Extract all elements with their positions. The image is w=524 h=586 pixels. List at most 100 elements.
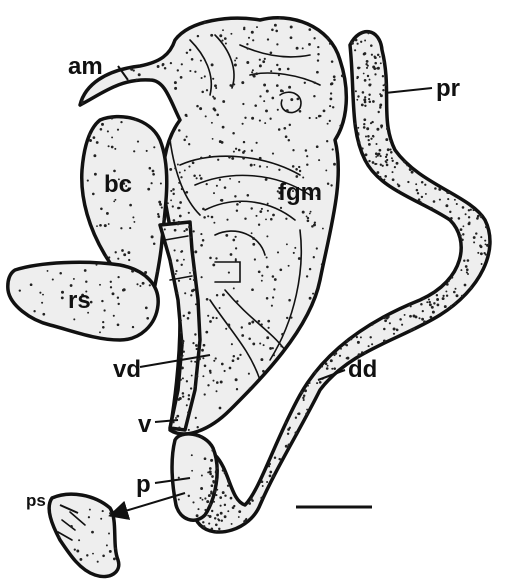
stipple-dot (149, 284, 151, 286)
stipple-dot (216, 381, 219, 384)
stipple-dot (215, 472, 217, 474)
stipple-dot (485, 226, 487, 228)
stipple-dot (479, 245, 482, 248)
stipple-dot (175, 417, 177, 419)
stipple-dot (329, 97, 332, 100)
stipple-dot (477, 215, 480, 218)
stipple-dot (169, 168, 172, 171)
stipple-dot (199, 174, 201, 176)
stipple-dot (185, 228, 188, 231)
stipple-dot (358, 67, 360, 69)
stipple-dot (185, 191, 188, 194)
stipple-dot (152, 173, 155, 176)
stipple-dot (176, 259, 179, 262)
stipple-dot (174, 81, 177, 84)
stipple-dot (111, 136, 113, 138)
stipple-dot (117, 297, 119, 299)
stipple-dot (333, 367, 336, 370)
stipple-dot (178, 280, 180, 282)
stipple-dot (280, 345, 282, 347)
stipple-dot (329, 43, 331, 45)
stipple-dot (107, 130, 109, 132)
stipple-dot (229, 178, 231, 180)
stipple-dot (288, 265, 290, 267)
stipple-dot (173, 421, 175, 423)
stipple-dot (222, 293, 225, 296)
stipple-dot (462, 225, 464, 227)
stipple-dot (269, 347, 272, 350)
stipple-dot (265, 178, 268, 181)
stipple-dot (106, 544, 108, 546)
stipple-dot (403, 160, 406, 163)
stipple-dot (321, 263, 323, 265)
stipple-dot (460, 228, 463, 231)
stipple-dot (475, 232, 477, 234)
stipple-dot (156, 270, 158, 272)
stipple-dot (112, 292, 115, 295)
stipple-dot (210, 459, 213, 462)
stipple-dot (368, 160, 370, 162)
stipple-dot (286, 109, 289, 112)
stipple-dot (153, 146, 155, 148)
stipple-dot (235, 247, 237, 249)
stipple-dot (370, 122, 372, 124)
stipple-dot (366, 67, 368, 69)
stipple-dot (363, 126, 366, 129)
stipple-dot (283, 127, 286, 130)
stipple-dot (287, 446, 289, 448)
stipple-dot (278, 169, 280, 171)
stipple-dot (357, 95, 359, 97)
stipple-dot (211, 216, 214, 219)
stipple-dot (321, 366, 323, 368)
stipple-dot (488, 243, 490, 245)
stipple-dot (262, 485, 264, 487)
stipple-dot (188, 143, 190, 145)
stipple-dot (266, 481, 268, 483)
stipple-dot (191, 58, 194, 61)
stipple-dot (89, 139, 92, 142)
stipple-dot (302, 47, 304, 49)
stipple-dot (209, 372, 211, 374)
stipple-dot (376, 128, 379, 131)
stipple-dot (204, 393, 206, 395)
label-bc: bc (104, 171, 132, 198)
stipple-dot (407, 181, 409, 183)
stipple-dot (304, 82, 306, 84)
stipple-dot (372, 161, 375, 164)
stipple-dot (428, 298, 430, 300)
stipple-dot (364, 96, 366, 98)
stipple-dot (365, 63, 367, 65)
stipple-dot (323, 110, 326, 113)
stipple-dot (145, 307, 148, 310)
stipple-dot (372, 100, 375, 103)
stipple-dot (96, 225, 98, 227)
stipple-dot (114, 199, 116, 201)
stipple-dot (258, 320, 261, 323)
stipple-dot (309, 268, 311, 270)
stipple-dot (429, 303, 432, 306)
stipple-dot (212, 481, 214, 483)
stipple-dot (327, 123, 329, 125)
stipple-dot (274, 24, 277, 27)
stipple-dot (99, 224, 102, 227)
stipple-dot (179, 215, 182, 218)
stipple-dot (233, 83, 235, 85)
stipple-dot (381, 127, 383, 129)
stipple-dot (84, 269, 87, 272)
stipple-dot (234, 236, 236, 238)
stipple-dot (376, 153, 378, 155)
stipple-dot (192, 501, 194, 503)
stipple-dot (189, 272, 191, 274)
stipple-dot (276, 64, 278, 66)
stipple-dot (248, 322, 251, 325)
label-pr: pr (436, 75, 460, 102)
stipple-dot (396, 329, 399, 332)
stipple-dot (202, 239, 205, 242)
stipple-dot (193, 279, 195, 281)
stipple-dot (330, 184, 332, 186)
stipple-dot (213, 501, 215, 503)
stipple-dot (318, 159, 320, 161)
stipple-dot (247, 48, 249, 50)
stipple-dot (199, 107, 202, 110)
stipple-dot (184, 169, 186, 171)
